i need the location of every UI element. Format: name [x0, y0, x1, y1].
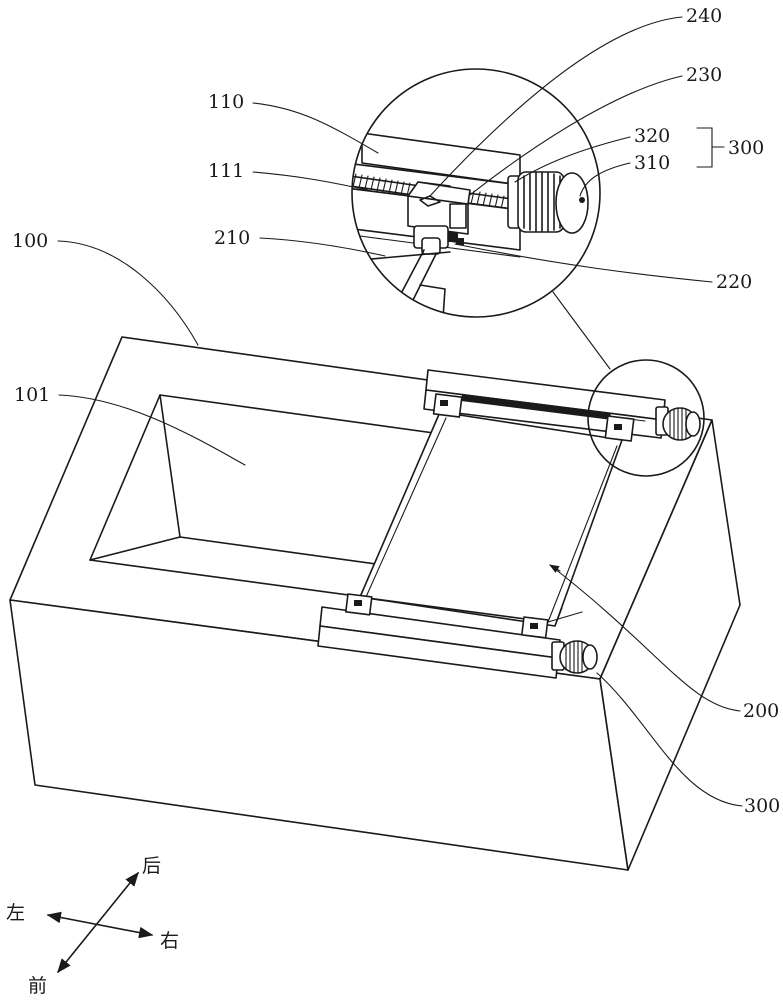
- direction-indicator: 后 左 右 前: [6, 855, 179, 997]
- front-rail: [317, 593, 598, 679]
- leader-lines: [57, 16, 743, 807]
- motor-ribs: [523, 172, 561, 232]
- direction-right: 右: [160, 930, 179, 952]
- label-310: 310: [634, 152, 670, 174]
- label-220: 220: [716, 271, 752, 293]
- label-111: 111: [208, 160, 244, 182]
- label-210: 210: [214, 227, 250, 249]
- back-rail: [423, 369, 701, 442]
- label-110: 110: [208, 91, 244, 113]
- front-back-arrow: [57, 871, 139, 974]
- direction-left: 左: [6, 902, 25, 924]
- label-100: 100: [12, 230, 48, 252]
- detail-connector: [552, 291, 611, 370]
- label-230: 230: [686, 64, 722, 86]
- direction-front: 前: [28, 975, 47, 997]
- label-101: 101: [14, 384, 50, 406]
- label-240: 240: [686, 5, 722, 27]
- label-320: 320: [634, 125, 670, 147]
- reference-labels: 240 230 110 320 300 111 310 100 210 220 …: [12, 5, 780, 817]
- direction-back: 后: [142, 855, 161, 877]
- arrow-200: [549, 564, 561, 573]
- detail-circle-large: [351, 68, 601, 318]
- label-300-bracket: 300: [728, 137, 764, 159]
- label-300-bottom: 300: [744, 795, 780, 817]
- left-right-arrow: [46, 911, 154, 939]
- motor-fins-front: [565, 640, 583, 674]
- detail-circle-small: [587, 359, 705, 477]
- label-200: 200: [743, 700, 779, 722]
